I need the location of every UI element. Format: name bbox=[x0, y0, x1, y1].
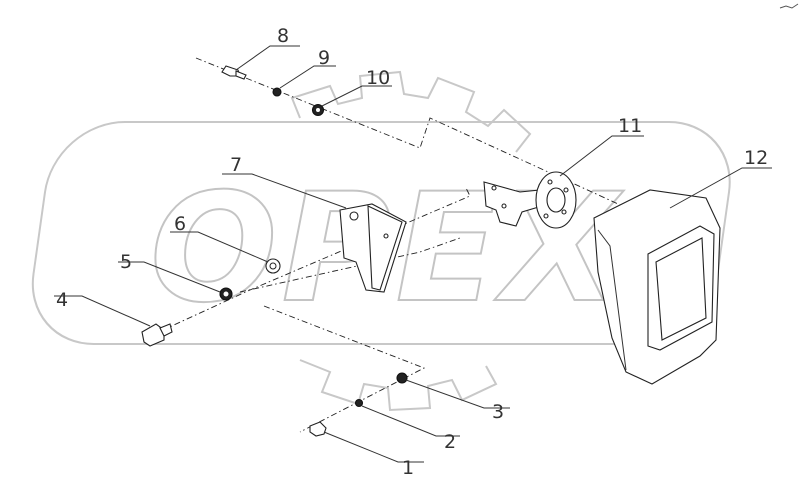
part-nut-small bbox=[396, 372, 408, 384]
callout-4: 4 bbox=[56, 289, 68, 311]
part-washer-small bbox=[354, 398, 364, 408]
watermark-frame bbox=[31, 121, 731, 345]
callouts: 8 9 10 11 12 7 6 5 4 3 2 1 bbox=[54, 25, 772, 479]
leader-12 bbox=[669, 167, 772, 209]
axis-upper bbox=[195, 57, 641, 215]
part-mounting-bracket bbox=[339, 203, 407, 293]
callout-2: 2 bbox=[444, 431, 456, 453]
leader-3 bbox=[405, 379, 510, 409]
part-nut bbox=[311, 103, 325, 117]
part-mirror-housing bbox=[593, 189, 721, 385]
part-screw bbox=[221, 65, 247, 80]
callout-5: 5 bbox=[120, 251, 132, 273]
callout-9: 9 bbox=[318, 47, 330, 69]
leader-4 bbox=[54, 295, 151, 327]
leader-9 bbox=[279, 65, 336, 89]
part-bolt bbox=[141, 323, 173, 347]
leader-11 bbox=[559, 135, 644, 177]
leader-10 bbox=[321, 85, 392, 107]
callout-3: 3 bbox=[492, 401, 504, 423]
callout-8: 8 bbox=[277, 25, 289, 47]
part-bolt-small bbox=[309, 421, 327, 437]
leader-2 bbox=[361, 405, 460, 437]
part-washer bbox=[272, 87, 282, 97]
callout-11: 11 bbox=[618, 115, 642, 137]
callout-10: 10 bbox=[366, 67, 390, 89]
leader-1 bbox=[323, 431, 424, 463]
callout-7: 7 bbox=[230, 154, 242, 176]
part-swivel-plate-bracket bbox=[483, 171, 577, 229]
callout-12: 12 bbox=[744, 147, 768, 169]
callout-1: 1 bbox=[402, 457, 414, 479]
corner-mark bbox=[779, 3, 799, 9]
part-flat-washer bbox=[265, 258, 281, 274]
callout-6: 6 bbox=[174, 213, 186, 235]
leader-5 bbox=[118, 261, 221, 293]
leader-7 bbox=[222, 173, 347, 209]
part-spring-washer bbox=[219, 287, 233, 301]
axis-lower bbox=[239, 237, 461, 433]
leader-6 bbox=[170, 231, 269, 263]
leader-8 bbox=[235, 45, 300, 71]
